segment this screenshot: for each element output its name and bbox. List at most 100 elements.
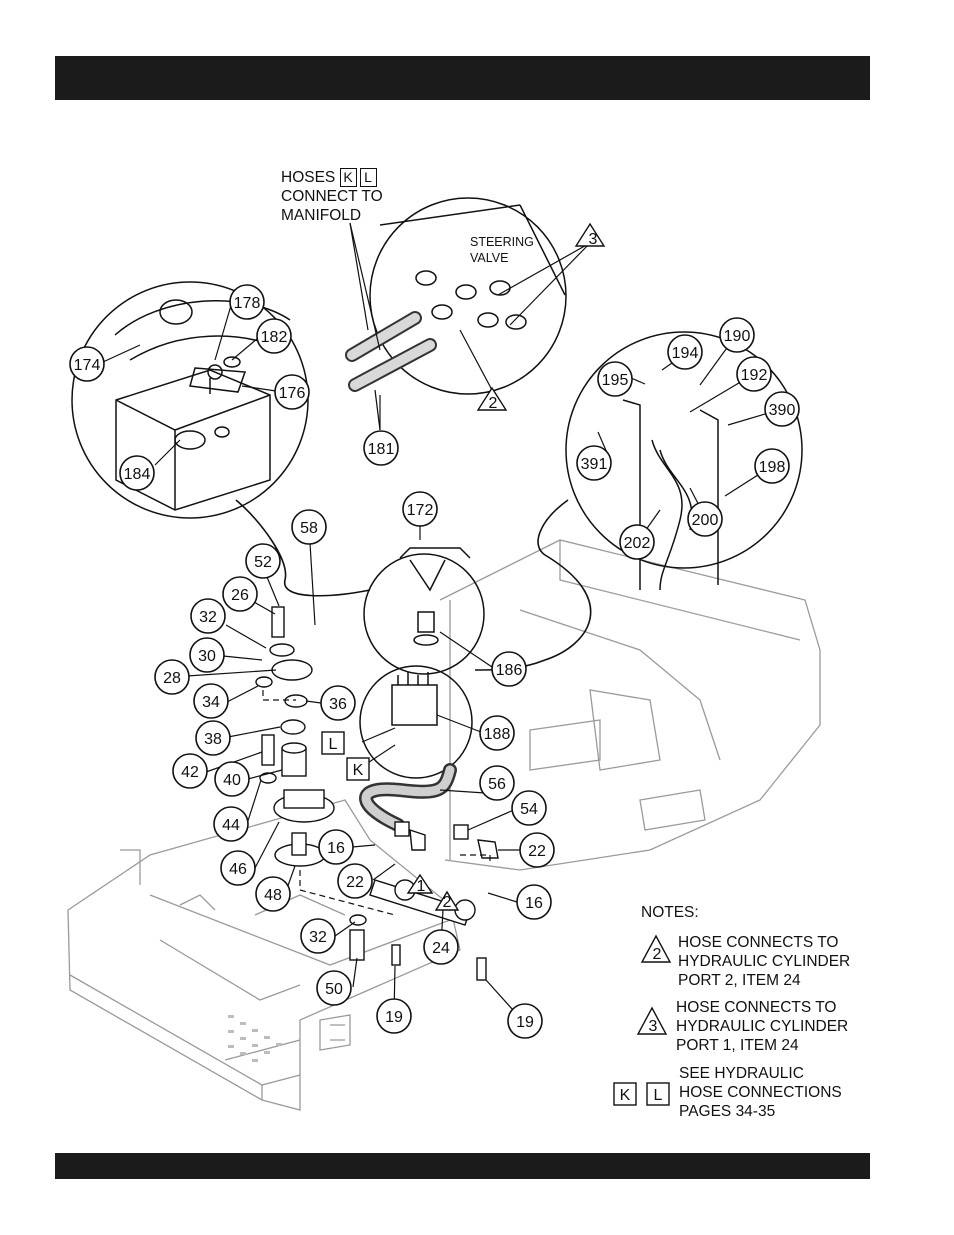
balloon-32-upper: 32 bbox=[190, 598, 226, 634]
note-3-line-1: HOSE CONNECTS TO bbox=[676, 999, 837, 1016]
balloon-24: 24 bbox=[423, 929, 459, 965]
svg-text:181: 181 bbox=[368, 441, 395, 458]
svg-text:56: 56 bbox=[488, 776, 506, 793]
hoses bbox=[345, 311, 457, 832]
balloon-56: 56 bbox=[479, 765, 515, 801]
svg-text:19: 19 bbox=[385, 1009, 403, 1026]
svg-text:40: 40 bbox=[223, 772, 241, 789]
svg-text:174: 174 bbox=[74, 357, 101, 374]
chassis-frame bbox=[67, 539, 821, 1111]
svg-text:188: 188 bbox=[484, 726, 511, 743]
svg-text:200: 200 bbox=[692, 512, 719, 529]
box-K-diagram: K bbox=[346, 757, 370, 781]
svg-text:L: L bbox=[329, 736, 338, 753]
note-box-K: K bbox=[613, 1082, 637, 1106]
balloon-30: 30 bbox=[189, 637, 225, 673]
svg-text:2: 2 bbox=[489, 395, 498, 412]
balloon-22-right: 22 bbox=[519, 832, 555, 868]
svg-text:202: 202 bbox=[624, 535, 651, 552]
svg-text:198: 198 bbox=[759, 459, 786, 476]
dashed-guides bbox=[262, 690, 491, 916]
balloon-174: 174 bbox=[69, 346, 105, 382]
note-2-line-2: HYDRAULIC CYLINDER bbox=[678, 953, 851, 970]
note-kl-line-3: PAGES 34-35 bbox=[679, 1103, 776, 1120]
balloon-19-left: 19 bbox=[376, 998, 412, 1034]
balloon-178: 178 bbox=[229, 284, 265, 320]
note-3-text: HOSE CONNECTS TO HYDRAULIC CYLINDER PORT… bbox=[676, 998, 848, 1055]
svg-text:52: 52 bbox=[254, 554, 272, 571]
svg-text:19: 19 bbox=[516, 1014, 534, 1031]
svg-text:178: 178 bbox=[234, 295, 261, 312]
svg-text:36: 36 bbox=[329, 696, 347, 713]
balloon-38: 38 bbox=[195, 720, 231, 756]
svg-text:182: 182 bbox=[261, 329, 288, 346]
svg-text:K: K bbox=[353, 762, 364, 779]
svg-text:391: 391 bbox=[581, 456, 608, 473]
svg-text:28: 28 bbox=[163, 670, 181, 687]
balloon-16-right: 16 bbox=[516, 884, 552, 920]
box-L-diagram: L bbox=[321, 731, 345, 755]
svg-text:1: 1 bbox=[417, 878, 426, 895]
svg-text:26: 26 bbox=[231, 587, 249, 604]
svg-text:50: 50 bbox=[325, 981, 343, 998]
svg-text:STEERING: STEERING bbox=[470, 235, 534, 249]
balloon-44: 44 bbox=[213, 806, 249, 842]
balloon-192: 192 bbox=[736, 356, 772, 392]
chassis-vents bbox=[228, 1015, 282, 1062]
balloon-58: 58 bbox=[291, 509, 327, 545]
detail-circle-column-upper bbox=[363, 547, 485, 675]
triangle-2-mid: 2 bbox=[434, 890, 460, 911]
svg-text:2: 2 bbox=[443, 894, 452, 911]
svg-text:42: 42 bbox=[181, 764, 199, 781]
note-2-line-1: HOSE CONNECTS TO bbox=[678, 934, 839, 951]
balloon-181: 181 bbox=[363, 430, 399, 466]
balloon-22-left: 22 bbox=[337, 863, 373, 899]
part-balloons: 174 178 182 176 184 181 172 58 52 26 32 … bbox=[69, 284, 800, 1039]
svg-text:L: L bbox=[654, 1087, 663, 1104]
svg-text:190: 190 bbox=[724, 328, 751, 345]
note-2-text: HOSE CONNECTS TO HYDRAULIC CYLINDER PORT… bbox=[678, 933, 850, 990]
marker-triangles: 3 2 1 2 L K bbox=[321, 222, 606, 911]
balloon-194: 194 bbox=[667, 334, 703, 370]
balloon-186: 186 bbox=[491, 651, 527, 687]
svg-text:16: 16 bbox=[327, 840, 345, 857]
steering-valve-label: STEERING VALVE bbox=[470, 235, 534, 265]
balloon-188: 188 bbox=[479, 715, 515, 751]
note-3-line-3: PORT 1, ITEM 24 bbox=[676, 1037, 799, 1054]
notes-title: NOTES: bbox=[641, 904, 699, 921]
balloon-184: 184 bbox=[119, 455, 155, 491]
balloon-32-lower: 32 bbox=[300, 918, 336, 954]
balloon-198: 198 bbox=[754, 448, 790, 484]
svg-text:176: 176 bbox=[279, 385, 306, 402]
svg-text:184: 184 bbox=[124, 466, 151, 483]
balloon-52: 52 bbox=[245, 543, 281, 579]
svg-text:38: 38 bbox=[204, 731, 222, 748]
svg-text:3: 3 bbox=[589, 231, 598, 248]
svg-text:390: 390 bbox=[769, 402, 796, 419]
balloon-28: 28 bbox=[154, 659, 190, 695]
balloon-16-left: 16 bbox=[318, 829, 354, 865]
svg-text:24: 24 bbox=[432, 940, 450, 957]
balloon-19-right: 19 bbox=[507, 1003, 543, 1039]
box-L: L bbox=[359, 168, 377, 187]
balloon-176: 176 bbox=[274, 374, 310, 410]
balloon-46: 46 bbox=[220, 850, 256, 886]
note-3-line-2: HYDRAULIC CYLINDER bbox=[676, 1018, 849, 1035]
note-box-L: L bbox=[646, 1082, 670, 1106]
note-2-line-3: PORT 2, ITEM 24 bbox=[678, 972, 801, 989]
balloon-36: 36 bbox=[320, 685, 356, 721]
svg-text:46: 46 bbox=[229, 861, 247, 878]
balloon-172: 172 bbox=[402, 491, 438, 527]
svg-text:194: 194 bbox=[672, 345, 699, 362]
svg-text:2: 2 bbox=[653, 946, 662, 963]
svg-text:34: 34 bbox=[202, 694, 220, 711]
svg-text:192: 192 bbox=[741, 367, 768, 384]
svg-text:3: 3 bbox=[649, 1018, 658, 1035]
balloon-48: 48 bbox=[255, 876, 291, 912]
svg-text:22: 22 bbox=[528, 843, 546, 860]
balloon-390: 390 bbox=[764, 391, 800, 427]
note-triangle-2: 2 bbox=[640, 934, 672, 963]
